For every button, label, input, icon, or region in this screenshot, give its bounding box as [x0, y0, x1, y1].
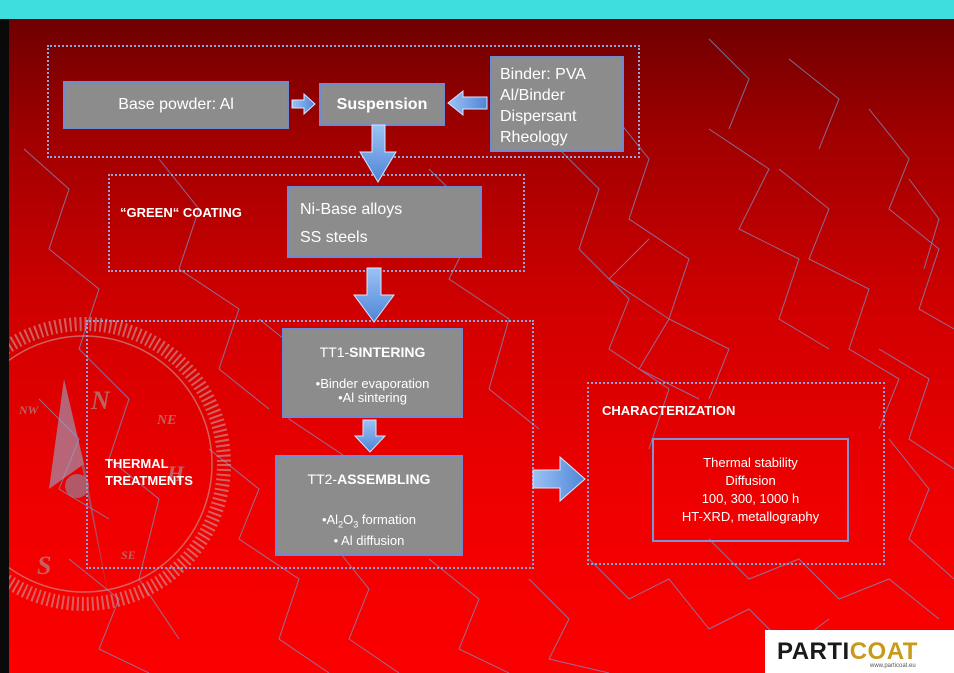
suspension-label: Suspension: [336, 95, 428, 113]
logo-part-2: COAT: [849, 638, 918, 665]
tt1-prefix: TT1-: [319, 344, 350, 360]
arrow-right-icon: [291, 92, 316, 116]
tt2-prefix: TT2-: [307, 471, 338, 487]
tt2-sub-2: 3: [353, 519, 359, 530]
compass-s: S: [37, 551, 51, 580]
tt1-line-1: •Binder evaporation: [315, 376, 430, 391]
green-coating-label: “GREEN“ COATING: [120, 205, 242, 220]
characterization-line-3: 100, 300, 1000 h: [701, 491, 800, 506]
base-powder-label: Base powder: Al: [118, 96, 234, 113]
logo-part-1: PARTI: [777, 638, 850, 665]
tt1-sintering-box: TT1-SINTERING •Binder evaporation •Al si…: [282, 328, 463, 418]
characterization-line-2: Diffusion: [725, 473, 776, 488]
group-thermal-treatments: [86, 320, 534, 569]
header-bar: [0, 0, 954, 19]
logo-url: www.particoat.eu: [870, 663, 916, 669]
substrate-line-1: Ni-Base alloys: [300, 201, 403, 218]
substrate-box: Ni-Base alloys SS steels: [287, 186, 482, 258]
binder-line-2: Al/Binder: [500, 87, 565, 104]
compass-se: SE: [121, 548, 136, 562]
arrow-down-icon: [353, 267, 395, 323]
binder-box: Binder: PVA Al/Binder Dispersant Rheolog…: [490, 56, 624, 152]
compass-n: N: [90, 386, 111, 415]
group-green-coating: [108, 174, 525, 272]
arrow-left-icon: [447, 89, 488, 117]
tt2-title-bold: ASSEMBLING: [337, 471, 431, 487]
arrow-right-icon: [532, 455, 586, 503]
logo-wordmark: PARTICOAT: [777, 638, 918, 666]
tt2-line-1-suffix: formation: [358, 512, 417, 527]
tt2-line-2: • Al diffusion: [333, 532, 405, 548]
tt2-line-1-mid: O: [343, 512, 354, 527]
tt2-title: TT2-ASSEMBLING: [277, 471, 461, 487]
arrow-down-icon: [353, 419, 387, 453]
group-characterization: [587, 382, 885, 565]
tt2-line-1: •Al2O3 formation: [277, 512, 461, 533]
thermal-label-line-2: TREATMENTS: [105, 473, 193, 488]
characterization-box: Thermal stability Diffusion 100, 300, 10…: [652, 438, 849, 542]
compass-ne: NE: [156, 413, 176, 428]
left-edge-bar: [0, 19, 9, 673]
binder-line-4: Rheology: [500, 129, 568, 146]
tt1-line-2: •Al sintering: [338, 390, 407, 405]
thermal-label-line-1: THERMAL: [105, 456, 169, 471]
tt1-title-bold: SINTERING: [349, 344, 426, 360]
binder-line-3: Dispersant: [500, 108, 577, 125]
tt2-line-1-prefix: •Al: [321, 512, 339, 527]
tt1-title: TT1-SINTERING: [284, 344, 461, 360]
compass-h: H: [166, 461, 185, 486]
substrate-line-2: SS steels: [300, 229, 368, 246]
tt2-assembling-box: TT2-ASSEMBLING •Al2O3 formation • Al dif…: [275, 455, 463, 556]
thermal-treatments-label: THERMAL TREATMENTS: [105, 455, 193, 489]
base-powder-box: Base powder: Al: [63, 81, 289, 129]
tt2-sub-1: 2: [338, 519, 344, 530]
characterization-line-4: HT-XRD, metallography: [681, 509, 820, 524]
suspension-box: Suspension: [319, 83, 445, 126]
characterization-line-1: Thermal stability: [703, 455, 798, 470]
binder-line-1: Binder: PVA: [500, 66, 586, 83]
group-suspension-preparation: [47, 45, 640, 158]
arrow-down-icon: [359, 124, 397, 183]
characterization-label: CHARACTERIZATION: [602, 403, 736, 418]
particoat-logo: PARTICOAT www.particoat.eu: [765, 630, 954, 673]
compass-nw: NW: [18, 403, 40, 417]
